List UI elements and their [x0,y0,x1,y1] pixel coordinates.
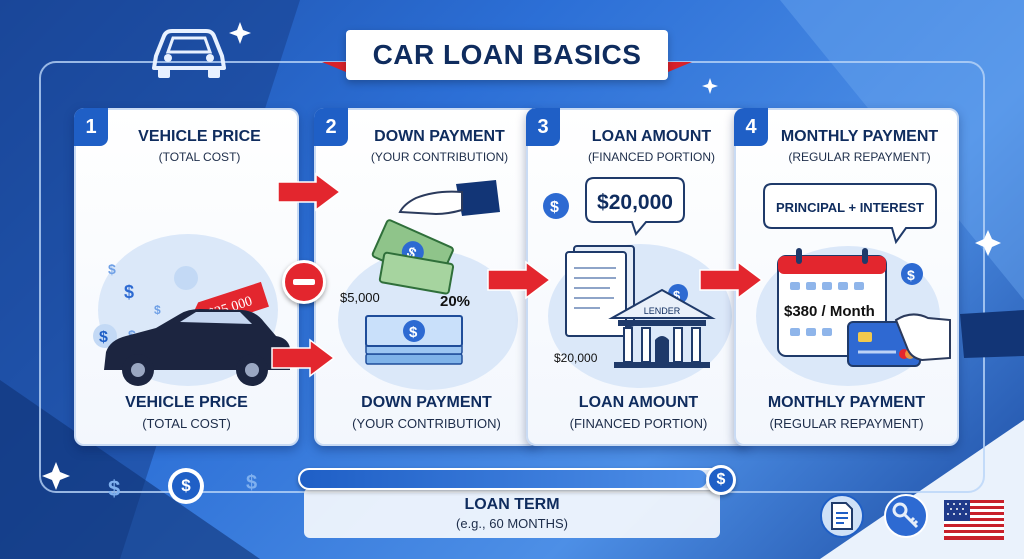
svg-text:$: $ [907,267,915,283]
monthly-payment-amount: $380 / Month [784,303,875,320]
step-footer-heading: DOWN PAYMENT [361,394,492,411]
loan-bubble-amount: $20,000 [597,191,673,214]
loan-documents-illustration: $ $ $20,000 $20,000 LENDER [543,177,732,388]
loan-term-knob[interactable]: $ [706,465,736,495]
svg-text:$: $ [550,199,559,216]
step-number: 4 [734,108,768,146]
car-silhouette [104,309,290,386]
step-heading: LOAN AMOUNT [591,128,712,145]
loan-term-sublabel: (e.g., 60 MONTHS) [456,516,568,531]
payment-bubble-text: PRINCIPAL + INTEREST [776,200,924,215]
step-subheading: (TOTAL COST) [158,150,241,164]
calendar-card-illustration: PRINCIPAL + INTEREST $380 / Month $ [756,183,951,386]
step-footer-heading: MONTHLY PAYMENT [767,394,926,411]
document-icon [820,494,864,538]
banner-ribbon-right [668,62,692,82]
minus-icon [282,260,326,304]
title-banner: CAR LOAN BASICS [346,30,668,80]
step-heading: VEHICLE PRICE [138,128,261,145]
loan-term-panel [304,488,720,538]
svg-text:$: $ [154,303,161,317]
step-footer-subheading: (TOTAL COST) [142,416,231,431]
cash-stack-icon: $ [365,315,463,365]
step-footer-heading: VEHICLE PRICE [125,394,248,411]
step-subheading: (YOUR CONTRIBUTION) [370,150,509,164]
step-footer-heading: LOAN AMOUNT [578,394,699,411]
loan-term-bar [298,468,722,490]
dollar-icon: $ [108,476,121,501]
us-flag-icon [944,500,1004,540]
step-subheading: (REGULAR REPAYMENT) [788,150,931,164]
step-heading: DOWN PAYMENT [374,128,505,145]
svg-text:$: $ [124,282,134,302]
step-footer-subheading: (REGULAR REPAYMENT) [769,416,924,431]
svg-text:$: $ [108,261,116,277]
step-subheading: (FINANCED PORTION) [587,150,716,164]
step-card-monthly-payment: 4 MONTHLY PAYMENT (REGULAR REPAYMENT) PR… [734,108,959,446]
page-title: CAR LOAN BASICS [372,39,642,70]
car-with-price-tag-illustration: $ $ $ $ $ $ $25,000 [93,234,290,386]
step-number: 2 [314,108,348,146]
svg-text:$: $ [409,324,418,341]
step-footer-subheading: (FINANCED PORTION) [569,416,708,431]
step-heading: MONTHLY PAYMENT [780,128,939,145]
step-card-vehicle-price: 1 VEHICLE PRICE (TOTAL COST) $ $ $ $ $ $… [74,108,299,446]
step-footer-subheading: (YOUR CONTRIBUTION) [352,416,501,431]
dollar-icon: $ [246,472,258,494]
arrow-right-icon [699,260,764,300]
dollar-coin-icon: $ [168,468,204,504]
down-payment-percent: 20% [440,293,470,310]
car-icon [152,29,226,78]
arrow-right-icon [271,338,336,378]
sleeve-shape [960,310,1024,358]
banner-ribbon-left [322,62,346,82]
loan-term-fill [300,470,708,488]
down-payment-amount: $5,000 [340,290,380,305]
keys-icon [884,494,928,538]
bank-icon: LENDER [608,288,716,368]
loan-amount-small: $20,000 [554,351,598,365]
step-number: 3 [526,108,560,146]
step-number: 1 [74,108,108,146]
hand-cash-illustration: $ $5,000 20% $ [338,180,518,390]
lender-label: LENDER [644,306,681,316]
arrow-right-icon [487,260,552,300]
svg-text:$: $ [673,288,681,303]
svg-text:$: $ [99,329,108,346]
loan-term-label: LOAN TERM [464,496,560,513]
arrow-right-icon [277,172,342,212]
step-card-loan-amount: 3 LOAN AMOUNT (FINANCED PORTION) $ $ $20… [526,108,751,446]
